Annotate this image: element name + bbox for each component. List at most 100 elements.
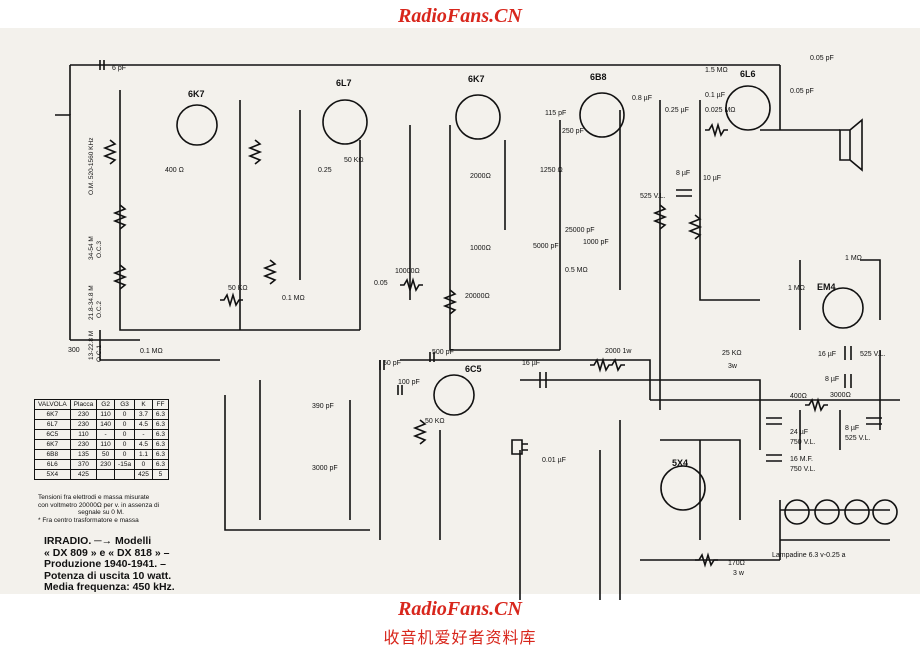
label-r-15m: 1.5 MΩ (705, 67, 728, 74)
label-c-300: 300 (68, 347, 80, 354)
table-cell: 6.3 (151, 429, 169, 440)
caption-line: IRRADIO. ─→ Modelli (44, 535, 152, 547)
table-header: G2 (96, 399, 116, 410)
label-c-390: 390 pF (312, 403, 334, 410)
table-cell: 425 (134, 469, 153, 480)
table-cell: 5 (151, 469, 169, 480)
label-c-1000: 1000 pF (583, 239, 609, 246)
label-lamps: Lampadine 6.3 v-0.25 a (772, 552, 846, 559)
table-cell: 0 (134, 459, 153, 470)
label-w3b: 3 w (733, 570, 745, 577)
label-c-025b: 0.25 (318, 167, 332, 174)
label-r-01m: 0.1 MΩ (282, 295, 305, 302)
table-cell: 1.1 (134, 449, 153, 460)
label-c-24: 24 µF (790, 429, 808, 436)
tube-label-6k7-b: 6K7 (468, 74, 485, 84)
label-r-1250: 1250 Ω (540, 167, 563, 174)
table-cell: 50 (96, 449, 116, 460)
label-c-001: 0.01 µF (542, 457, 566, 464)
table-cell: 6C5 (34, 429, 71, 440)
label-vl750: 750 V.L. (790, 439, 815, 446)
table-cell: 0 (114, 449, 136, 460)
label-r-3000: 3000Ω (830, 392, 851, 399)
table-cell: 230 (69, 409, 98, 420)
label-c-08: 0.8 µF (632, 95, 652, 102)
label-c-50: 50 pF (383, 360, 401, 367)
label-w3: 3w (728, 363, 738, 370)
label-r-01m-b: 0.1 MΩ (140, 348, 163, 355)
measurement-notes: Tensioni fra elettrodi e massa misurate … (38, 494, 159, 524)
table-cell: - (134, 429, 153, 440)
tube-label-5x4: 5X4 (672, 458, 688, 468)
note-line: * Fra centro trasformatore e massa (38, 516, 139, 524)
table-cell: 230 (69, 419, 98, 430)
label-r-20000: 20000Ω (465, 293, 490, 300)
table-cell: 135 (69, 449, 98, 460)
label-r-05m: 0.5 MΩ (565, 267, 588, 274)
label-r-25k: 25 KΩ (722, 350, 742, 357)
label-r-2000: 2000Ω (470, 173, 491, 180)
table-cell (114, 469, 136, 480)
label-band5: O.C.2 (96, 301, 103, 318)
label-band6: 13-22.8 M (88, 331, 95, 360)
table-cell: 6K7 (34, 409, 71, 420)
label-c-16mf: 16 M.F. (790, 456, 813, 463)
label-r-10000: 10000Ω (395, 268, 420, 275)
label-r-170: 170Ω (728, 560, 745, 567)
table-header: K (134, 399, 153, 410)
label-c-10u: 10 µF (703, 175, 721, 182)
table-cell: 0 (114, 429, 136, 440)
tube-label-6k7-a: 6K7 (188, 89, 205, 99)
label-c-05pf: 0.05 pF (810, 55, 834, 62)
table-cell: 0 (114, 439, 136, 450)
model-caption: IRRADIO. ─→ Modelli « DX 809 » e « DX 81… (44, 535, 175, 594)
label-c-16b: 16 µF (818, 351, 836, 358)
label-c-100: 100 pF (398, 379, 420, 386)
table-cell: 6K7 (34, 439, 71, 450)
table-header: G3 (114, 399, 136, 410)
label-c-8u: 8 µF (676, 170, 690, 177)
label-c-01: 0.1 µF (705, 92, 725, 99)
label-c-500: 500 pF (432, 349, 454, 356)
label-r-400: 400 Ω (165, 167, 184, 174)
label-r-400b: 400Ω (790, 393, 807, 400)
table-cell: 6.3 (151, 449, 169, 460)
caption-line: « DX 809 » e « DX 818 » – (44, 546, 170, 559)
table-cell: 110 (96, 439, 116, 450)
label-vl750b: 750 V.L. (790, 466, 815, 473)
loudspeaker-icon (839, 118, 863, 172)
capacitor-glyphs (99, 60, 882, 462)
label-c-250: 250 pF (562, 128, 584, 135)
table-cell: 3.7 (134, 409, 153, 420)
table-cell: 110 (69, 429, 98, 440)
label-r-0025: 0.025 MΩ (705, 107, 736, 114)
table-cell: 370 (69, 459, 98, 470)
table-cell: 425 (69, 469, 98, 480)
table-cell: 110 (96, 409, 116, 420)
table-cell: 4.5 (134, 439, 153, 450)
tube-label-6l7: 6L7 (336, 78, 352, 88)
label-osc-cap: 6 pF (112, 65, 126, 72)
tube-label-6b8: 6B8 (590, 72, 607, 82)
label-r-2000w: 2000 1w (605, 348, 632, 355)
label-r-50k: 50 KΩ (344, 157, 364, 164)
table-cell: 6.3 (151, 419, 169, 430)
mains-plug-icon (511, 439, 528, 455)
label-vl525c: 525 V.L. (845, 435, 870, 442)
table-cell: 6.3 (151, 409, 169, 420)
label-band3: O.C.3 (96, 241, 103, 258)
table-cell: - (96, 429, 116, 440)
caption-line: Potenza di uscita 10 watt. (44, 569, 172, 582)
watermark-title: RadioFans.CN (398, 5, 522, 27)
label-c-5000: 5000 pF (533, 243, 559, 250)
note-line: Tensioni fra elettrodi e massa misurate (38, 494, 150, 501)
wiring (55, 64, 900, 600)
note-line: segnale su 0 M. (78, 509, 124, 516)
